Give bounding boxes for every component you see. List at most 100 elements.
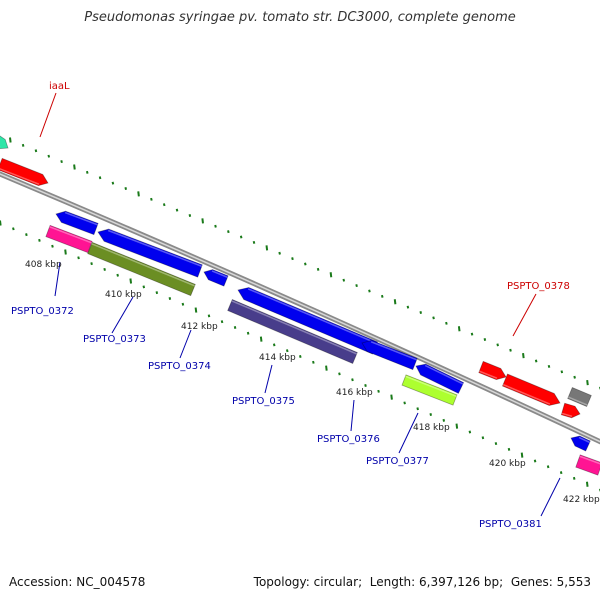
accession-info: Accession: NC_004578 <box>9 575 145 589</box>
inner-tick-minor-tick <box>481 436 485 440</box>
outer-tick-minor-tick <box>496 343 499 347</box>
tick-label: 418 kbp <box>413 423 450 433</box>
gene-feature-18-minus[interactable] <box>575 454 600 476</box>
accession-label: Accession: <box>9 575 73 589</box>
accession-value: NC_004578 <box>76 575 146 589</box>
genome-title: Pseudomonas syringae pv. tomato str. DC3… <box>84 10 516 25</box>
inner-tick-minor-tick <box>403 401 406 405</box>
outer-tick-minor-tick <box>419 311 423 315</box>
gene-feature-7-minus[interactable] <box>203 269 229 287</box>
inner-tick-minor-tick <box>468 430 472 434</box>
outer-tick-major-tick <box>393 299 397 305</box>
outer-tick-minor-tick <box>342 278 346 282</box>
gene-feature-11-minus[interactable] <box>415 363 465 394</box>
outer-tick-minor-tick <box>175 208 179 212</box>
label-leader-line <box>111 296 134 334</box>
outer-tick-minor-tick <box>470 332 474 336</box>
outer-tick-minor-tick <box>162 203 166 207</box>
inner-tick-minor-tick <box>168 296 172 300</box>
inner-tick-minor-tick <box>77 256 80 260</box>
inner-tick-major-tick <box>129 278 133 284</box>
outer-tick-minor-tick <box>98 176 102 180</box>
gene-feature-6-minus[interactable] <box>87 241 196 297</box>
gene-feature-17-minus[interactable] <box>570 435 591 452</box>
label-leader-line <box>264 364 273 394</box>
genes-label: Genes: <box>510 575 553 589</box>
gene-feature-3-minus[interactable] <box>55 210 99 236</box>
inner-tick-minor-tick <box>90 262 93 266</box>
inner-tick-major-tick <box>64 249 67 255</box>
inner-tick-minor-tick <box>546 465 550 469</box>
inner-tick-minor-tick <box>116 273 119 277</box>
tick-label: 412 kbp <box>181 322 218 332</box>
genome-stats: Topology: circular; Length: 6,397,126 bp… <box>254 575 591 589</box>
inner-tick-major-tick <box>585 481 589 487</box>
gene-feature-13-plus[interactable] <box>478 360 507 381</box>
gene-label-pspto_0375[interactable]: PSPTO_0375 <box>232 396 295 407</box>
topology-value: circular <box>313 575 359 589</box>
outer-tick-minor-tick <box>560 370 564 374</box>
label-leader-line <box>350 399 355 432</box>
inner-tick-minor-tick <box>377 389 380 393</box>
outer-tick-minor-tick <box>188 213 192 217</box>
gene-feature-9-minus[interactable] <box>227 298 358 365</box>
gene-feature-10-minus[interactable] <box>361 339 418 371</box>
inner-tick-minor-tick <box>207 314 211 318</box>
gene-label-iaal[interactable]: iaaL <box>49 81 70 92</box>
gene-feature-12-minus[interactable] <box>401 374 458 406</box>
outer-tick-minor-tick <box>380 294 384 298</box>
inner-tick-minor-tick <box>181 302 185 306</box>
backbone <box>0 171 600 445</box>
tick-dots <box>0 137 600 492</box>
outer-tick-major-tick <box>137 191 140 197</box>
outer-tick-minor-tick <box>368 289 371 293</box>
gene-feature-2-plus[interactable] <box>0 157 49 187</box>
outer-tick-minor-tick <box>534 359 538 363</box>
inner-tick-minor-tick <box>285 349 289 353</box>
outer-tick-minor-tick <box>547 364 551 368</box>
inner-tick-major-tick <box>520 452 524 458</box>
label-leader-line <box>54 261 61 297</box>
outer-tick-major-tick <box>329 272 333 278</box>
gene-label-pspto_0377[interactable]: PSPTO_0377 <box>366 456 429 467</box>
gene-label-pspto_0374[interactable]: PSPTO_0374 <box>148 361 211 372</box>
outer-tick-minor-tick <box>21 143 25 147</box>
outer-tick-minor-tick <box>85 170 89 174</box>
outer-tick-minor-tick <box>483 337 487 341</box>
gene-feature-5-minus[interactable] <box>97 228 203 278</box>
gene-label-pspto_0376[interactable]: PSPTO_0376 <box>317 434 380 445</box>
gene-feature-15-plus[interactable] <box>567 386 592 408</box>
gene-label-pspto_0381[interactable]: PSPTO_0381 <box>479 519 542 530</box>
inner-tick-minor-tick <box>364 384 367 388</box>
length-value: 6,397,126 bp <box>419 575 500 589</box>
outer-tick-minor-tick <box>47 154 51 158</box>
gene-feature-16-plus[interactable] <box>560 402 581 419</box>
feature-track <box>0 135 600 476</box>
gene-feature-14-plus[interactable] <box>501 373 561 406</box>
stats-sep-2: ; <box>499 575 508 589</box>
topology-label: Topology: <box>253 575 310 589</box>
inner-tick-minor-tick <box>142 285 146 289</box>
outer-tick-minor-tick <box>573 375 576 379</box>
gene-label-pspto_0373[interactable]: PSPTO_0373 <box>83 334 146 345</box>
outer-tick-major-tick <box>9 137 12 143</box>
inner-tick-minor-tick <box>103 267 106 271</box>
outer-tick-minor-tick <box>278 251 281 255</box>
outer-tick-major-tick <box>265 245 269 251</box>
outer-tick-minor-tick <box>124 187 128 191</box>
inner-tick-major-tick <box>390 394 393 400</box>
gene-feature-1-plus[interactable] <box>0 135 9 150</box>
outer-tick-minor-tick <box>227 230 230 234</box>
inner-tick-major-tick <box>0 220 2 226</box>
gene-label-pspto_0378[interactable]: PSPTO_0378 <box>507 281 570 292</box>
gene-feature-4-minus[interactable] <box>45 224 93 254</box>
gene-label-pspto_0372[interactable]: PSPTO_0372 <box>11 306 74 317</box>
stats-sep-1: ; <box>358 575 366 589</box>
outer-tick-minor-tick <box>252 240 256 244</box>
length-label: Length: <box>369 575 416 589</box>
outer-tick-major-tick <box>457 326 461 332</box>
genes-value: 5,553 <box>556 575 591 589</box>
inner-tick-minor-tick <box>312 360 315 364</box>
